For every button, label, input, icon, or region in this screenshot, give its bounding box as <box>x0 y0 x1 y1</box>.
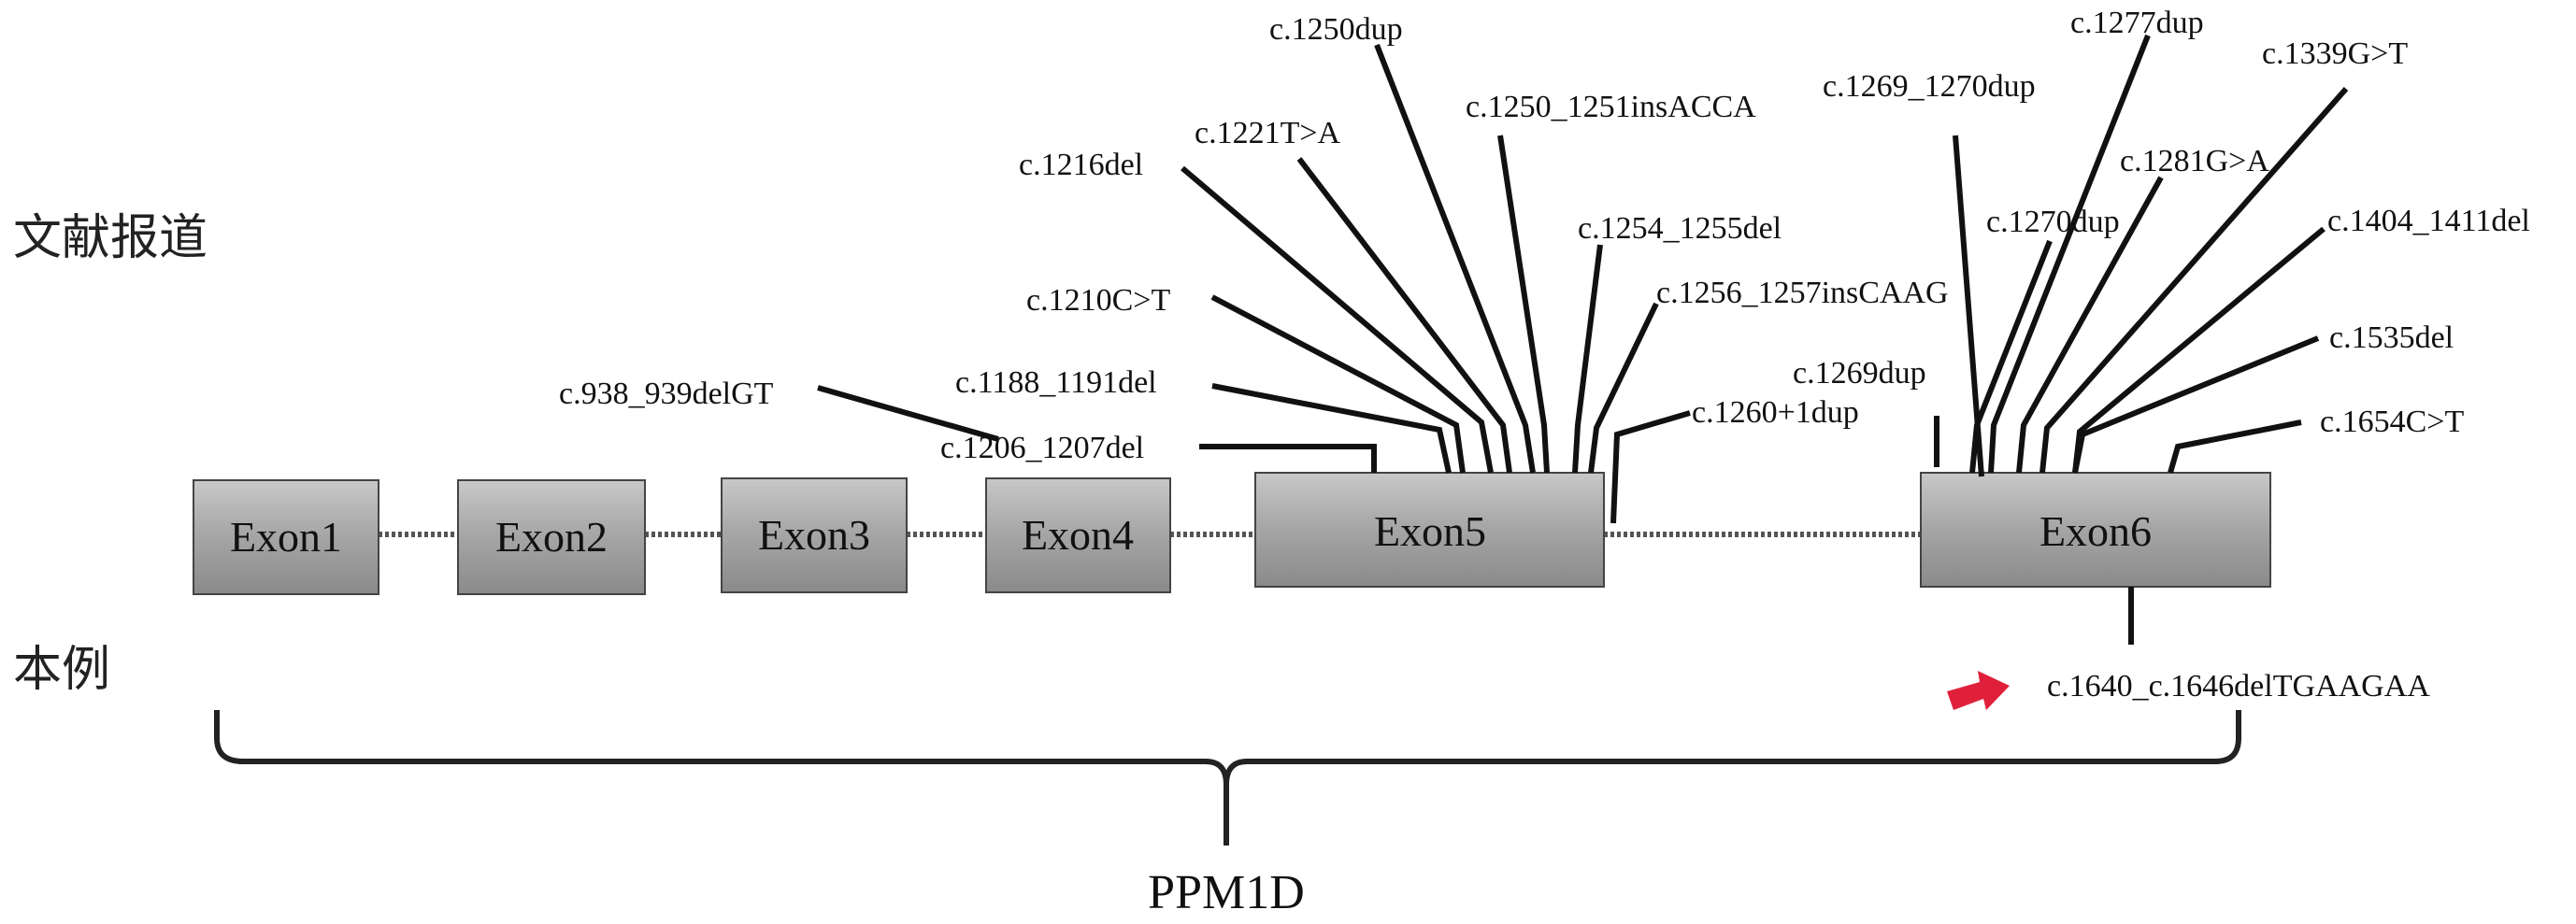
exon-3-box <box>721 477 908 593</box>
mutation-label: c.1260+1dup <box>1692 395 1859 430</box>
mutation-label: c.1404_1411del <box>2327 204 2530 238</box>
mutation-label: c.1216del <box>1019 148 1143 182</box>
leader-c1281 <box>2016 176 2164 474</box>
this-case-label: 本例 <box>13 642 111 698</box>
mutation-label: c.1281G>A <box>2120 144 2269 178</box>
reported-mutation-labels: c.938_939delGT c.1188_1191del c.1206_120… <box>559 6 2530 465</box>
leader-c1188 <box>1211 383 1452 474</box>
mutation-label: c.1535del <box>2329 320 2454 355</box>
exon-labels: Exon1 Exon2 Exon3 Exon4 Exon5 Exon6 <box>230 507 2152 561</box>
bracket-shape <box>214 710 2241 786</box>
leader-c1221 <box>1296 157 1512 474</box>
exon-3-label: Exon3 <box>758 511 870 559</box>
leader-c1535 <box>2072 335 2320 474</box>
exon-5-label: Exon5 <box>1374 507 1486 555</box>
this-case-mutation: c.1640_c.1646delTGAAGAA <box>1947 587 2430 710</box>
mutation-label: c.1269_1270dup <box>1823 69 2036 104</box>
mutation-label: c.1206_1207del <box>940 431 1144 465</box>
leader-c1206 <box>1199 444 1377 473</box>
mutation-label: c.1188_1191del <box>955 365 1157 400</box>
leader-c1250ins <box>1497 135 1550 474</box>
leader-c1250dup <box>1374 43 1536 474</box>
leader-c1277 <box>1988 34 2151 474</box>
this-case-mutation-label: c.1640_c.1646delTGAAGAA <box>2047 669 2430 704</box>
exon-2-box <box>457 479 646 595</box>
red-arrow-icon <box>1947 671 2010 710</box>
leader-c1256 <box>1588 302 1659 474</box>
leader-c1339 <box>2039 87 2349 474</box>
leader-c1270dup <box>1969 239 2053 474</box>
leader-c1254 <box>1572 244 1603 474</box>
mutation-label: c.1256_1257insCAAG <box>1656 276 1949 310</box>
reported-label: 文献报道 <box>13 210 208 266</box>
mutation-label: c.938_939delGT <box>559 377 774 411</box>
leader-c938 <box>817 385 999 442</box>
exon-6-label: Exon6 <box>2039 507 2152 555</box>
leader-c1210 <box>1210 294 1466 474</box>
exon-6-box <box>1920 472 2271 588</box>
exon-4-label: Exon4 <box>1022 511 1134 559</box>
reported-mutation-lines <box>817 34 2349 524</box>
exon-2-label: Exon2 <box>495 513 608 561</box>
leader-c1216 <box>1181 165 1494 474</box>
mutation-label: c.1269dup <box>1793 356 1926 391</box>
exon-5-box <box>1254 472 1605 588</box>
mutation-label: c.1654C>T <box>2320 405 2464 439</box>
mutation-label: c.1250dup <box>1269 12 1403 47</box>
mutation-label: c.1210C>T <box>1026 283 1170 318</box>
gene-label: PPM1D <box>1148 866 1305 919</box>
mutation-label: c.1339G>T <box>2262 36 2408 71</box>
mutation-label: c.1277dup <box>2070 6 2204 40</box>
leader-c1654 <box>2168 419 2302 474</box>
exon-4-box <box>985 477 1171 593</box>
gene-bracket <box>214 710 2241 846</box>
exon-1-label: Exon1 <box>230 513 342 561</box>
mutation-label: c.1250_1251insACCA <box>1466 90 1756 124</box>
mutation-label: c.1221T>A <box>1195 116 1341 150</box>
exon-boxes <box>193 472 2271 595</box>
mutation-label: c.1270dup <box>1986 205 2120 239</box>
leader-c1260 <box>1610 410 1691 524</box>
exon-1-box <box>193 479 379 595</box>
mutation-label: c.1254_1255del <box>1578 211 1782 246</box>
